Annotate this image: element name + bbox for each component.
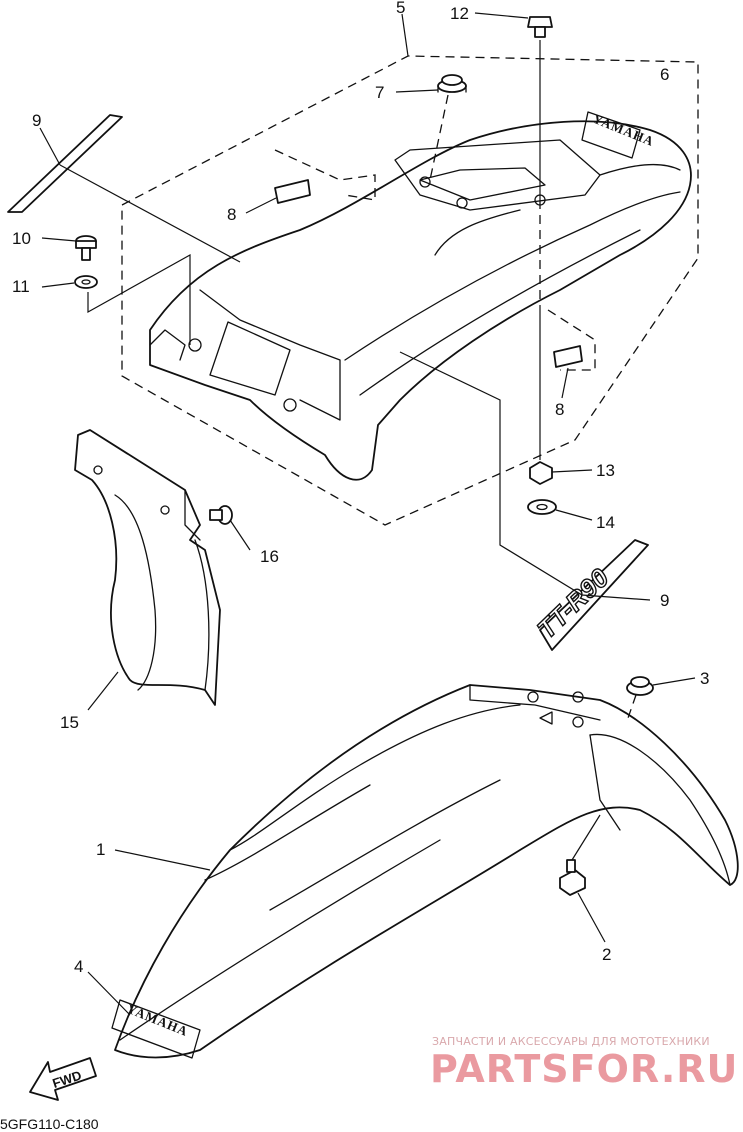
callout-10: 10 (12, 229, 31, 248)
leader-11 (41, 282, 75, 288)
callout-16: 16 (260, 547, 279, 566)
callout-9-lower: 9 (660, 591, 669, 610)
leader-13 (551, 469, 593, 473)
leader-12 (474, 12, 529, 19)
callout-12: 12 (450, 4, 469, 23)
grommet-7 (437, 74, 467, 93)
nut-13 (529, 461, 553, 485)
callout-11: 11 (12, 277, 30, 296)
leader-2-axis (571, 814, 601, 861)
leader-15 (87, 671, 119, 711)
screw-16 (209, 505, 233, 525)
leader-7 (395, 89, 439, 93)
diagram-code: 5GFG110-C180 (0, 1116, 99, 1132)
leader-9-upper (39, 127, 61, 166)
callout-8-lower: 8 (555, 400, 564, 419)
leader-5 (401, 13, 409, 57)
forward-direction-arrow: FWD (29, 1057, 97, 1101)
callout-7: 7 (375, 83, 384, 102)
leader-10 (41, 237, 77, 242)
leader-16 (229, 519, 251, 551)
leader-3 (652, 677, 696, 686)
pad-8-lower (547, 309, 596, 371)
mud-flap-15 (74, 429, 221, 706)
front-fender: YAMAHA (111, 684, 739, 1059)
watermark-logo[interactable]: PARTSFOR.RU (430, 1047, 739, 1091)
leader-9-lower (399, 351, 651, 601)
callout-5: 5 (396, 0, 405, 17)
washer-14 (527, 499, 557, 515)
bolt-10-reference (87, 253, 191, 345)
model-decal-text: TT-R90 (531, 562, 615, 644)
callout-3: 3 (700, 669, 709, 688)
callout-4: 4 (74, 957, 83, 976)
callout-6: 6 (660, 65, 669, 84)
leader-1 (114, 849, 211, 871)
leader-8-lower (561, 367, 569, 399)
strip-decal-9 (7, 114, 123, 213)
leader-14 (555, 509, 593, 521)
callout-14: 14 (596, 513, 615, 532)
rear-fender-assembly-outline (121, 55, 699, 526)
callout-9-upper: 9 (32, 111, 41, 130)
bolt-10 (75, 235, 97, 261)
pad-8-upper (274, 149, 376, 204)
leader-9-upper-ref (59, 164, 241, 263)
callout-15: 15 (60, 713, 79, 732)
leader-3-axis (627, 694, 637, 719)
rear-fender: YAMAHA (149, 111, 692, 481)
callout-13: 13 (596, 461, 615, 480)
washer-11 (74, 275, 98, 289)
leader-2 (577, 892, 606, 943)
bolt-12 (527, 16, 553, 38)
callout-2: 2 (602, 945, 611, 964)
callout-1: 1 (96, 840, 105, 859)
callout-8-upper: 8 (227, 205, 236, 224)
leader-8-upper (245, 197, 277, 214)
watermark-caption: ЗАПЧАСТИ И АКСЕССУАРЫ ДЛЯ МОТОТЕХНИКИ (432, 1035, 710, 1048)
leader-4 (87, 971, 131, 1016)
grommet-3 (626, 676, 654, 696)
bolt-2 (559, 859, 586, 896)
